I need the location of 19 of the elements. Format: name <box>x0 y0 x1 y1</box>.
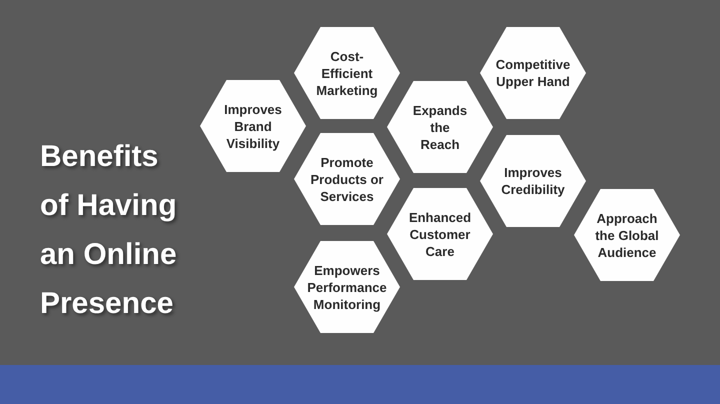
hexagon-node <box>294 133 400 225</box>
hexagon-node <box>574 189 680 281</box>
benefit-label: Enhanced Customer Care <box>408 208 472 260</box>
hexagon-node <box>294 241 400 333</box>
benefit-label: Empowers Performance Monitoring <box>306 262 388 312</box>
benefit-label: Promote Products or Services <box>310 154 384 204</box>
hexagon-node <box>387 81 493 173</box>
hexagon-node <box>480 135 586 227</box>
benefit-label: Approach the Global Audience <box>594 210 660 260</box>
hexagon-node <box>480 27 586 119</box>
benefit-label: Competitive Upper Hand <box>494 56 572 90</box>
hexagon-node <box>387 188 493 280</box>
benefit-label: Improves Brand Visibility <box>223 100 283 152</box>
title: Benefits of Having an Online Presence <box>40 139 178 322</box>
benefit-label: Cost-Efficient Marketing <box>315 48 379 98</box>
benefit-label: Improves Credibility <box>500 164 566 198</box>
hexagon-node <box>200 80 306 172</box>
benefit-label: Expands the Reach <box>412 102 468 152</box>
hexagon-node <box>294 27 400 119</box>
